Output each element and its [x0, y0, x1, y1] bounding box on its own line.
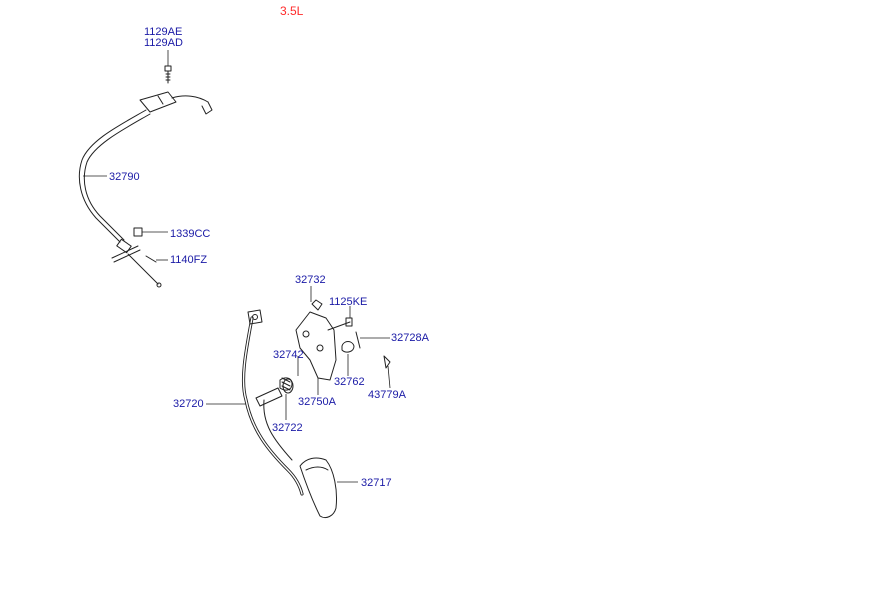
pedal-pad-drawing — [299, 457, 358, 519]
callout-1125ke[interactable]: 1125KE — [329, 296, 368, 308]
callout-32728a[interactable]: 32728A — [391, 332, 429, 344]
accelerator-cable-drawing — [78, 91, 213, 288]
bolt-1129-drawing — [164, 50, 172, 84]
engine-spec-label: 3.5L — [280, 4, 304, 18]
callout-32717[interactable]: 32717 — [361, 477, 392, 489]
pedal-bracket-drawing — [295, 286, 391, 395]
callout-43779a[interactable]: 43779A — [368, 389, 406, 401]
callout-32720[interactable]: 32720 — [173, 398, 204, 410]
callout-1140fz[interactable]: 1140FZ — [170, 254, 208, 266]
callout-1129ae[interactable]: 1129AE — [144, 26, 183, 38]
callout-32732[interactable]: 32732 — [295, 274, 326, 286]
spring-bushing-drawing — [255, 377, 294, 420]
callout-1339cc[interactable]: 1339CC — [170, 228, 211, 240]
pedal-arm-drawing — [206, 309, 304, 496]
callout-32762[interactable]: 32762 — [334, 376, 365, 388]
callout-32750a[interactable]: 32750A — [298, 396, 336, 408]
callout-32790[interactable]: 32790 — [109, 171, 140, 183]
callout-1129ad[interactable]: 1129AD — [144, 37, 183, 49]
callout-32742[interactable]: 32742 — [273, 349, 304, 361]
callout-32722[interactable]: 32722 — [272, 422, 303, 434]
